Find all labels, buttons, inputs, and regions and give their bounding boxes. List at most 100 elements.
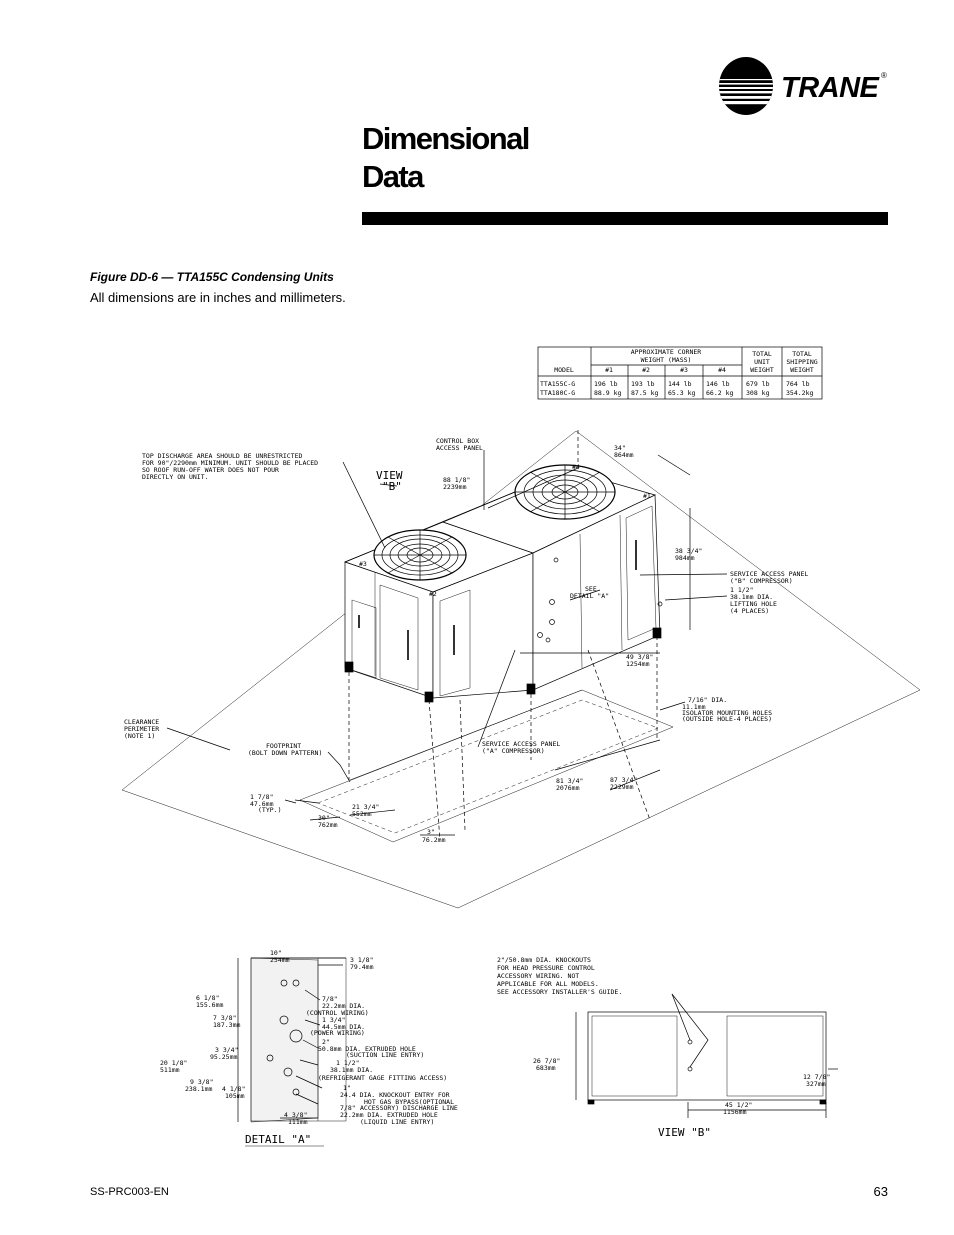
svg-text:65.3 kg: 65.3 kg — [668, 389, 695, 397]
condensing-unit: #3 #2 #4 #1 — [344, 463, 663, 703]
svg-text:WEIGHT: WEIGHT — [790, 366, 814, 374]
svg-text:24.4 DIA. KNOCKOUT ENTRY FOR: 24.4 DIA. KNOCKOUT ENTRY FOR — [340, 1091, 450, 1099]
svg-text:327mm: 327mm — [806, 1080, 826, 1088]
leader-lines — [166, 450, 728, 804]
svg-text:®: ® — [881, 71, 887, 80]
svg-text:TTA180C-G: TTA180C-G — [540, 389, 575, 397]
svg-text:TOP DISCHARGE AREA SHOULD BE U: TOP DISCHARGE AREA SHOULD BE UNRESTRICTE… — [142, 452, 303, 460]
svg-text:1 3/4": 1 3/4" — [322, 1016, 345, 1024]
svg-text:CONTROL BOX: CONTROL BOX — [436, 437, 479, 445]
svg-text:(OUTSIDE HOLE-4 PLACES): (OUTSIDE HOLE-4 PLACES) — [682, 715, 772, 723]
svg-text:7/8": 7/8" — [340, 1104, 356, 1112]
svg-text:(POWER WIRING): (POWER WIRING) — [310, 1029, 365, 1037]
svg-text:#4: #4 — [572, 463, 580, 471]
svg-text:45 1/2": 45 1/2" — [725, 1101, 752, 1109]
svg-text:679 lb: 679 lb — [746, 380, 770, 388]
svg-text:(LIQUID LINE ENTRY): (LIQUID LINE ENTRY) — [360, 1118, 434, 1126]
svg-text:SEE ACCESSORY INSTALLER'S GUID: SEE ACCESSORY INSTALLER'S GUIDE. — [497, 988, 622, 996]
svg-text:187.3mm: 187.3mm — [213, 1021, 240, 1029]
svg-text:26 7/8": 26 7/8" — [533, 1057, 560, 1065]
svg-text:VIEW "B": VIEW "B" — [658, 1126, 711, 1139]
svg-text:12 7/8": 12 7/8" — [803, 1073, 830, 1081]
svg-text:APPROXIMATE CORNER: APPROXIMATE CORNER — [631, 348, 702, 356]
svg-text:#1: #1 — [605, 366, 613, 374]
svg-text:105mm: 105mm — [225, 1092, 245, 1100]
svg-text:DETAIL "A": DETAIL "A" — [245, 1133, 311, 1146]
figure-note: All dimensions are in inches and millime… — [90, 290, 346, 305]
svg-text:(4 PLACES): (4 PLACES) — [730, 607, 769, 615]
svg-text:#3: #3 — [680, 366, 688, 374]
svg-text:79.4mm: 79.4mm — [350, 963, 374, 971]
svg-text:ISOLATOR MOUNTING HOLES: ISOLATOR MOUNTING HOLES — [682, 709, 772, 717]
svg-text:38.1mm DIA.: 38.1mm DIA. — [730, 593, 773, 601]
svg-text:#1: #1 — [643, 492, 651, 500]
svg-text:88 1/8": 88 1/8" — [443, 476, 470, 484]
dimensional-drawing: APPROXIMATE CORNER WEIGHT (MASS) MODEL #… — [121, 346, 921, 1147]
svg-text:4 3/8": 4 3/8" — [284, 1111, 307, 1119]
svg-text:193 lb: 193 lb — [631, 380, 655, 388]
svg-text:49 3/8": 49 3/8" — [626, 653, 653, 661]
svg-text:81 3/4": 81 3/4" — [556, 777, 583, 785]
svg-text:#2: #2 — [429, 590, 437, 598]
svg-text:APPLICABLE FOR ALL MODELS.: APPLICABLE FOR ALL MODELS. — [497, 980, 599, 988]
svg-text:984mm: 984mm — [675, 554, 695, 562]
trane-wordmark: TRANE — [781, 72, 881, 104]
fan-guard-4 — [514, 464, 616, 520]
svg-text:SERVICE ACCESS PANEL: SERVICE ACCESS PANEL — [482, 740, 560, 748]
svg-text:1": 1" — [343, 1084, 351, 1092]
svg-text:WEIGHT (MASS): WEIGHT (MASS) — [641, 356, 692, 364]
svg-text:44.5mm DIA.: 44.5mm DIA. — [322, 1023, 365, 1031]
svg-text:SEE: SEE — [585, 585, 597, 593]
svg-text:196 lb: 196 lb — [594, 380, 618, 388]
svg-text:1254mm: 1254mm — [626, 660, 650, 668]
svg-text:38.1mm DIA.: 38.1mm DIA. — [330, 1066, 373, 1074]
svg-text:#3: #3 — [359, 560, 367, 568]
svg-text:ACCESS PANEL: ACCESS PANEL — [436, 444, 483, 452]
svg-text:SERVICE ACCESS PANEL: SERVICE ACCESS PANEL — [730, 570, 808, 578]
svg-text:LIFTING HOLE: LIFTING HOLE — [730, 600, 777, 608]
svg-text:552mm: 552mm — [352, 810, 372, 818]
svg-text:50.8mm DIA. EXTRUDED HOLE: 50.8mm DIA. EXTRUDED HOLE — [318, 1045, 416, 1053]
svg-text:3 1/8": 3 1/8" — [350, 956, 373, 964]
svg-text:47.6mm: 47.6mm — [250, 800, 274, 808]
svg-text:("B" COMPRESSOR): ("B" COMPRESSOR) — [730, 577, 793, 585]
page-number: 63 — [873, 1184, 888, 1199]
svg-text:87 3/4": 87 3/4" — [610, 776, 637, 784]
svg-text:TOTAL: TOTAL — [792, 350, 812, 358]
trane-globe-icon — [719, 57, 773, 115]
svg-text:11.1mm: 11.1mm — [682, 703, 706, 711]
svg-text:144 lb: 144 lb — [668, 380, 692, 388]
top-discharge-note: TOP DISCHARGE AREA SHOULD BE UNRESTRICTE… — [142, 452, 318, 481]
svg-text:7 3/8": 7 3/8" — [213, 1014, 236, 1022]
svg-text:683mm: 683mm — [536, 1064, 556, 1072]
svg-text:UNIT: UNIT — [754, 358, 770, 366]
svg-text:238.1mm: 238.1mm — [185, 1085, 212, 1093]
svg-text:10": 10" — [270, 949, 282, 957]
svg-text:MODEL: MODEL — [554, 366, 574, 374]
svg-text:#4: #4 — [718, 366, 726, 374]
svg-text:"B": "B" — [382, 480, 402, 493]
svg-text:2076mm: 2076mm — [556, 784, 580, 792]
svg-text:("A" COMPRESSOR): ("A" COMPRESSOR) — [482, 747, 545, 755]
svg-text:30": 30" — [318, 814, 330, 822]
svg-text:ACCESSORY WIRING. NOT: ACCESSORY WIRING. NOT — [497, 972, 579, 980]
svg-text:254mm: 254mm — [270, 956, 290, 964]
svg-text:2239mm: 2239mm — [443, 483, 467, 491]
svg-text:88.9 kg: 88.9 kg — [594, 389, 621, 397]
svg-text:87.5 kg: 87.5 kg — [631, 389, 658, 397]
svg-text:7/8": 7/8" — [322, 995, 338, 1003]
svg-text:764 lb: 764 lb — [786, 380, 810, 388]
fan-guard-3 — [373, 529, 467, 581]
dimension-lines — [294, 430, 691, 836]
svg-text:3": 3" — [427, 828, 435, 836]
svg-text:SHIPPING: SHIPPING — [786, 358, 817, 366]
svg-text:22.2mm DIA.: 22.2mm DIA. — [322, 1002, 365, 1010]
weight-row-2: TTA180C-G 88.9 kg 87.5 kg 65.3 kg 66.2 k… — [540, 389, 813, 397]
svg-text:#2: #2 — [642, 366, 650, 374]
svg-text:1156mm: 1156mm — [723, 1108, 747, 1116]
svg-text:511mm: 511mm — [160, 1066, 180, 1074]
svg-text:TTA155C-G: TTA155C-G — [540, 380, 575, 388]
svg-text:1 1/2": 1 1/2" — [336, 1059, 359, 1067]
svg-text:3 3/4": 3 3/4" — [215, 1046, 238, 1054]
svg-text:(BOLT DOWN PATTERN): (BOLT DOWN PATTERN) — [248, 749, 322, 757]
